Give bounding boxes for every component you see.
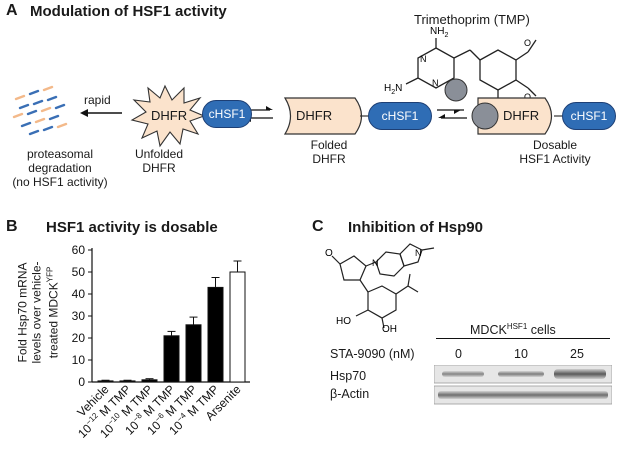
panel-a-diagram: NH2 H2N N N O O O [12,26,562,148]
actin-label: β-Actin [330,387,370,401]
sta9090-molecule: O N N HO OH [325,243,435,335]
bar [119,380,136,383]
y-tick-label: 20 [72,331,86,345]
unfolded-dhfr-shape [130,84,206,148]
dose-10: 10 [514,347,528,361]
rapid-label: rapid [84,93,111,107]
folded-dhfr-shape [283,97,363,135]
folded-label: Folded DHFR [310,138,348,166]
sta-label: STA-9090 (nM) [330,347,415,361]
chsf1-folded: cHSF1 [368,102,432,130]
panel-b-letter: B [6,218,18,235]
dosable-label: Dosable HSF1 Activity [519,138,591,166]
bar [97,380,114,383]
tmp-o1: O [524,38,531,48]
panel-c-letter: C [312,218,324,235]
tmp-label: Trimethoprim (TMP) [414,12,530,27]
mdck-underline [436,338,610,339]
bar [163,335,180,383]
bar [207,286,224,383]
tmp-n1: N [420,54,427,64]
tmp-nh2-top: NH2 [430,26,448,39]
bar [141,379,158,383]
panel-a-letter: A [6,2,18,19]
degradation-label: proteasomal degradation (no HSF1 activit… [12,147,108,189]
bar [185,324,202,383]
y-tick-label: 0 [78,375,85,389]
bar [229,271,246,383]
tmp-o2: O [524,92,531,102]
y-tick-label: 40 [72,287,86,301]
unfolded-dhfr-text: DHFR [151,108,188,123]
bound-ligand-icon [471,102,499,130]
hsp70-label: Hsp70 [330,369,367,383]
mol-o: O [325,248,333,259]
chsf1-unfolded: cHSF1 [202,100,252,128]
tmp-n2: N [432,78,439,88]
chsf1-bound: cHSF1 [562,102,616,130]
panel-b-title: HSF1 activity is dosable [46,219,218,236]
y-tick-label: 30 [72,309,86,323]
hsp70-band-10 [498,371,544,377]
unfolded-label: Unfolded DHFR [134,147,184,175]
actin-band [438,391,608,399]
mdck-label: MDCKHSF1 cells [470,322,556,338]
dose-0: 0 [455,347,462,361]
western-blot [434,365,612,405]
panel-a-title: Modulation of HSF1 activity [30,3,227,20]
bound-dhfr-shape [477,97,553,135]
tmp-nh2-left: H2N [384,83,402,96]
degradation-fragments-icon [12,85,68,136]
y-tick-label: 10 [72,353,86,367]
mol-oh: OH [382,324,397,335]
panel-c-title: Inhibition of Hsp90 [348,219,483,236]
hsp70-band-25 [554,369,606,379]
mol-n: N [372,258,379,268]
bound-dhfr-text: DHFR [503,108,540,123]
dose-25: 25 [570,347,584,361]
tmp-ligand-icon [444,78,468,102]
folded-dhfr-text: DHFR [296,108,333,123]
y-tick-label: 60 [72,243,86,257]
mol-ho: HO [336,316,351,327]
hsp70-band-0 [442,371,484,377]
mol-nh: N [415,248,422,258]
y-tick-label: 50 [72,265,86,279]
